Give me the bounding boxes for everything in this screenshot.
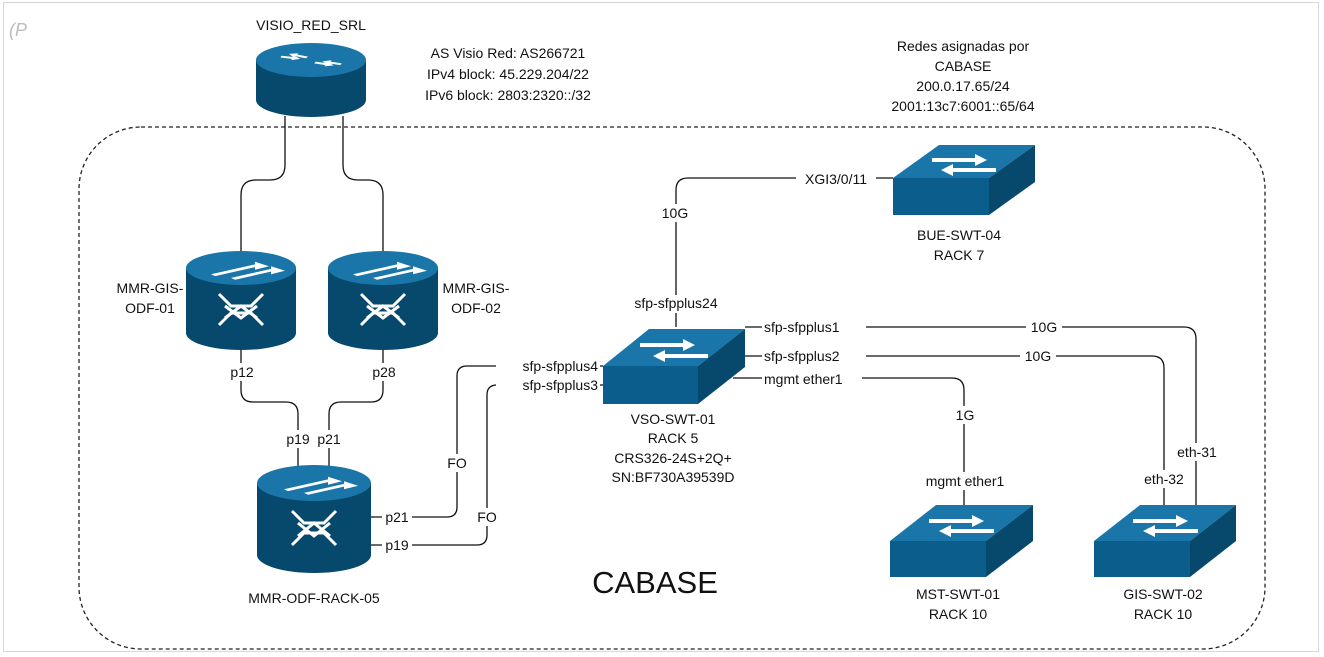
link-vso-mst	[733, 377, 965, 505]
vso-port-mgmt-label: mgmt ether1	[764, 371, 843, 387]
odf-02-icon[interactable]	[328, 251, 438, 350]
links	[240, 116, 1197, 546]
link-vso-gis1	[745, 326, 1197, 505]
bue-port-label: XGI3/0/11	[805, 171, 867, 187]
vso-port-fo2-label: sfp-sfpplus3	[523, 377, 599, 393]
vso-swt-line: CRS326-24S+2Q+	[614, 450, 732, 466]
vso-swt-01-labels: VSO-SWT-01 RACK 5 CRS326-24S+2Q+ SN:BF73…	[612, 411, 735, 485]
fo1-label: FO	[447, 455, 467, 471]
gis-port-b-label: eth-32	[1144, 471, 1184, 487]
cabase-area-label: CABASE	[592, 565, 718, 600]
gis-swt-02-icon[interactable]	[1094, 505, 1236, 577]
link-core-odf01	[240, 116, 286, 252]
gis-swt-rack: RACK 10	[1134, 606, 1193, 622]
cabase-boundary	[78, 126, 1266, 650]
vso-port-fo1-label: sfp-sfpplus4	[523, 358, 599, 374]
vso-swt-01-icon[interactable]	[603, 329, 745, 404]
bue-swt-rack: RACK 7	[934, 247, 985, 263]
vso-gis2-speed-label: 10G	[1025, 348, 1051, 364]
cabase-networks: Redes asignadas por CABASE 200.0.17.65/2…	[891, 38, 1034, 114]
vso-port-gis1-label: sfp-sfpplus1	[764, 319, 840, 335]
vso-port-up-label: sfp-sfpplus24	[634, 295, 717, 311]
cabase-net-line: 2001:13c7:6001::65/64	[891, 98, 1034, 114]
link-vso-bue	[675, 177, 893, 327]
corner-fragment-text: (P	[9, 20, 27, 40]
link-vso-gis2	[745, 355, 1165, 505]
rack05-out1-label: p21	[385, 509, 409, 525]
as-info-line: IPv6 block: 2803:2320::/32	[425, 87, 591, 103]
mst-swt-01-icon[interactable]	[890, 505, 1033, 577]
link-odf02-rack05	[328, 349, 384, 466]
mst-swt-name: MST-SWT-01	[916, 586, 1000, 602]
gis-port-a-label: eth-31	[1177, 444, 1217, 460]
odf-01-icon[interactable]	[186, 251, 296, 350]
rack05-port-b-label: p21	[317, 431, 341, 447]
link-labels: p12 p28 p19 p21 p21 p19 FO FO sfp-sfpplu…	[228, 170, 1222, 553]
as-info-line: IPv4 block: 45.229.204/22	[427, 66, 589, 82]
link-core-odf02	[342, 116, 384, 252]
vso-swt-line: RACK 5	[648, 430, 699, 446]
fo2-label: FO	[477, 509, 497, 525]
link-odf01-rack05	[240, 349, 299, 466]
odf02-port-label: p28	[372, 364, 396, 380]
odf-01-name: MMR-GIS-	[117, 280, 184, 296]
odf-rack05-icon[interactable]	[257, 465, 371, 573]
odf01-port-label: p12	[230, 364, 254, 380]
rack05-port-a-label: p19	[286, 431, 310, 447]
mst-port-label: mgmt ether1	[926, 473, 1005, 489]
link-fo1	[371, 365, 603, 518]
gis-swt-name: GIS-SWT-02	[1123, 586, 1203, 602]
vso-bue-speed-label: 10G	[662, 205, 688, 221]
odf-rack05-name: MMR-ODF-RACK-05	[248, 590, 380, 606]
core-router-icon[interactable]	[256, 43, 366, 117]
vso-gis1-speed-label: 10G	[1031, 319, 1057, 335]
as-info-line: AS Visio Red: AS266721	[431, 45, 586, 61]
cabase-net-line: 200.0.17.65/24	[916, 78, 1010, 94]
core-router-name: VISIO_RED_SRL	[256, 17, 366, 33]
bue-swt-name: BUE-SWT-04	[917, 227, 1001, 243]
rack05-out2-label: p19	[385, 537, 409, 553]
vso-port-gis2-label: sfp-sfpplus2	[764, 348, 840, 364]
vso-mst-speed-label: 1G	[956, 407, 975, 423]
mst-swt-rack: RACK 10	[929, 606, 988, 622]
cabase-net-line: Redes asignadas por	[897, 38, 1030, 54]
link-fo2	[371, 384, 603, 546]
vso-swt-line: SN:BF730A39539D	[612, 469, 735, 485]
odf-01-name: ODF-01	[125, 300, 175, 316]
as-info: AS Visio Red: AS266721 IPv4 block: 45.22…	[425, 45, 591, 103]
odf-02-name: ODF-02	[451, 300, 501, 316]
cabase-net-line: CABASE	[935, 58, 992, 74]
vso-swt-line: VSO-SWT-01	[631, 411, 716, 427]
odf-02-name: MMR-GIS-	[443, 280, 510, 296]
bue-swt-04-icon[interactable]	[893, 145, 1035, 215]
